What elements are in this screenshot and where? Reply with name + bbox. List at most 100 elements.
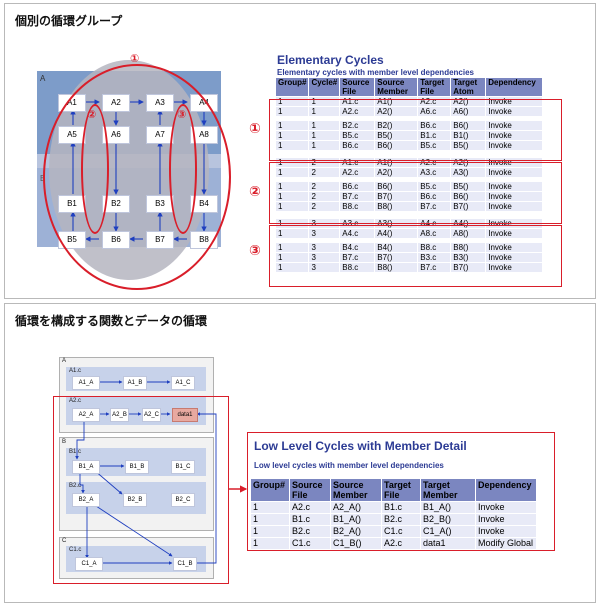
cell: B5.c [418, 182, 451, 191]
cell: A8() [451, 229, 486, 238]
cell: A2.c [418, 97, 451, 106]
diagram-group-a-label: A [40, 74, 46, 83]
cell: Invoke [486, 253, 543, 262]
gap [276, 178, 543, 181]
cell: B1.c [418, 131, 451, 140]
group-box-3 [269, 225, 562, 287]
group-box-1 [269, 99, 562, 161]
func-a1-b: A1_B [123, 376, 147, 390]
cell: 1 [276, 168, 309, 177]
cell: Invoke [486, 263, 543, 272]
cell: C1.c [290, 538, 330, 549]
cycle-highlight-box [53, 396, 229, 584]
cell: 1 [276, 229, 309, 238]
header-group: Group# [276, 78, 309, 96]
cell: 1 [276, 202, 309, 211]
cell: B8() [375, 263, 418, 272]
table-header-row: Group# Cycle# Source File Source Member … [276, 78, 543, 96]
func-b2-a: B2_A [72, 493, 100, 507]
cell: A3.c [418, 168, 451, 177]
func-b2-b: B2_B [123, 493, 147, 507]
low-level-table-box [247, 432, 555, 551]
row-gap [276, 151, 543, 157]
func-a2-c: A2_C [142, 408, 161, 422]
file-b2-label: B2.c [69, 483, 82, 489]
cycle-label-left: ② [87, 108, 97, 121]
cell: B8.c [340, 202, 375, 211]
header-target-atom: Target Atom [451, 78, 486, 96]
func-c1-a: C1_A [75, 557, 103, 571]
cell: A6.c [418, 107, 451, 116]
cell: A2.c [382, 538, 420, 549]
cell: C1.c [382, 526, 420, 537]
cell: Invoke [486, 107, 543, 116]
cell: 1 [251, 502, 289, 513]
section1-title: 個別の循環グループ [15, 14, 123, 28]
cell: B6() [375, 182, 418, 191]
cell: B6() [451, 121, 486, 130]
cell: B7() [375, 192, 418, 201]
group-label-2: ② [249, 184, 261, 200]
func-a1-a: A1_A [72, 376, 100, 390]
cell: Invoke [486, 121, 543, 130]
cell: B5() [375, 131, 418, 140]
cycle-ellipse-all [43, 64, 231, 290]
group-c-label: C [62, 538, 67, 544]
cell: B7.c [340, 192, 375, 201]
cell: 1 [276, 141, 309, 150]
cell: 1 [309, 107, 340, 116]
cell: B7() [451, 202, 486, 211]
cell: B4.c [340, 243, 375, 252]
cell: 1 [309, 141, 340, 150]
cell: B2.c [340, 121, 375, 130]
cell: B6() [375, 141, 418, 150]
cell: B8.c [340, 263, 375, 272]
group-box-2 [269, 162, 562, 224]
cell: B8() [375, 202, 418, 211]
file-a1-label: A1.c [69, 368, 82, 374]
cycle-ellipse-right [169, 104, 197, 234]
cell: A2() [375, 107, 418, 116]
cell: 1 [276, 107, 309, 116]
func-b1-b: B1_B [125, 460, 149, 474]
cell: 3 [309, 229, 340, 238]
cell: 1 [276, 131, 309, 140]
cell: B6.c [340, 182, 375, 191]
cell: 2 [309, 182, 340, 191]
cell: Invoke [476, 502, 536, 513]
cell: Invoke [476, 514, 536, 525]
cell: B7.c [418, 202, 451, 211]
cell: B1.c [290, 514, 330, 525]
cell: A8.c [418, 229, 451, 238]
cell: B1() [451, 131, 486, 140]
group-b-label: B [62, 439, 67, 445]
cell: B8.c [418, 243, 451, 252]
cell: 1 [309, 121, 340, 130]
cell: B2_B() [421, 514, 475, 525]
cell: A2.c [340, 107, 375, 116]
func-a2-b: A2_B [110, 408, 129, 422]
low-level-cycles-subtitle: Low level cycles with member level depen… [254, 461, 444, 470]
cycle-label-right: ③ [177, 108, 187, 121]
cell: 1 [276, 263, 309, 272]
cell: B5.c [340, 131, 375, 140]
gap [276, 239, 543, 242]
header-target-file: Target File [418, 78, 451, 96]
cell: 3 [309, 253, 340, 262]
cell: 1 [276, 121, 309, 130]
file-a2-label: A2.c [69, 398, 82, 404]
cell: B2() [375, 121, 418, 130]
gap [276, 151, 543, 157]
